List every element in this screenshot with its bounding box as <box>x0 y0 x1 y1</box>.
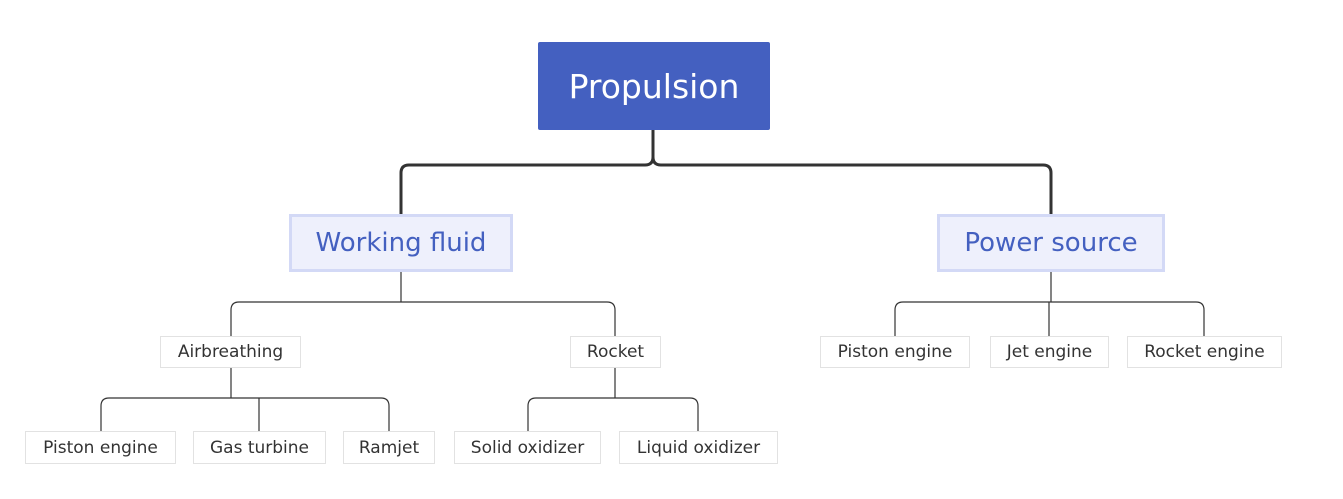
node-power-piston-engine[interactable]: Piston engine <box>820 336 970 368</box>
branch-node-working-fluid[interactable]: Working fluid <box>289 214 513 272</box>
branch-node-power-source[interactable]: Power source <box>937 214 1165 272</box>
node-solid-oxidizer[interactable]: Solid oxidizer <box>454 431 601 464</box>
node-gas-turbine[interactable]: Gas turbine <box>193 431 326 464</box>
node-power-rocket-engine[interactable]: Rocket engine <box>1127 336 1282 368</box>
node-airbreathing-piston-engine[interactable]: Piston engine <box>25 431 176 464</box>
connector-airbreathing <box>100 367 390 432</box>
node-ramjet[interactable]: Ramjet <box>343 431 435 464</box>
node-rocket[interactable]: Rocket <box>570 336 661 368</box>
connector-rocket <box>527 367 699 432</box>
connector-power-source <box>894 271 1205 337</box>
connector-working-fluid <box>230 271 616 337</box>
connector-root-branches <box>399 130 1053 215</box>
node-power-jet-engine[interactable]: Jet engine <box>990 336 1109 368</box>
root-node-propulsion[interactable]: Propulsion <box>538 42 770 130</box>
node-liquid-oxidizer[interactable]: Liquid oxidizer <box>619 431 778 464</box>
node-airbreathing[interactable]: Airbreathing <box>160 336 301 368</box>
